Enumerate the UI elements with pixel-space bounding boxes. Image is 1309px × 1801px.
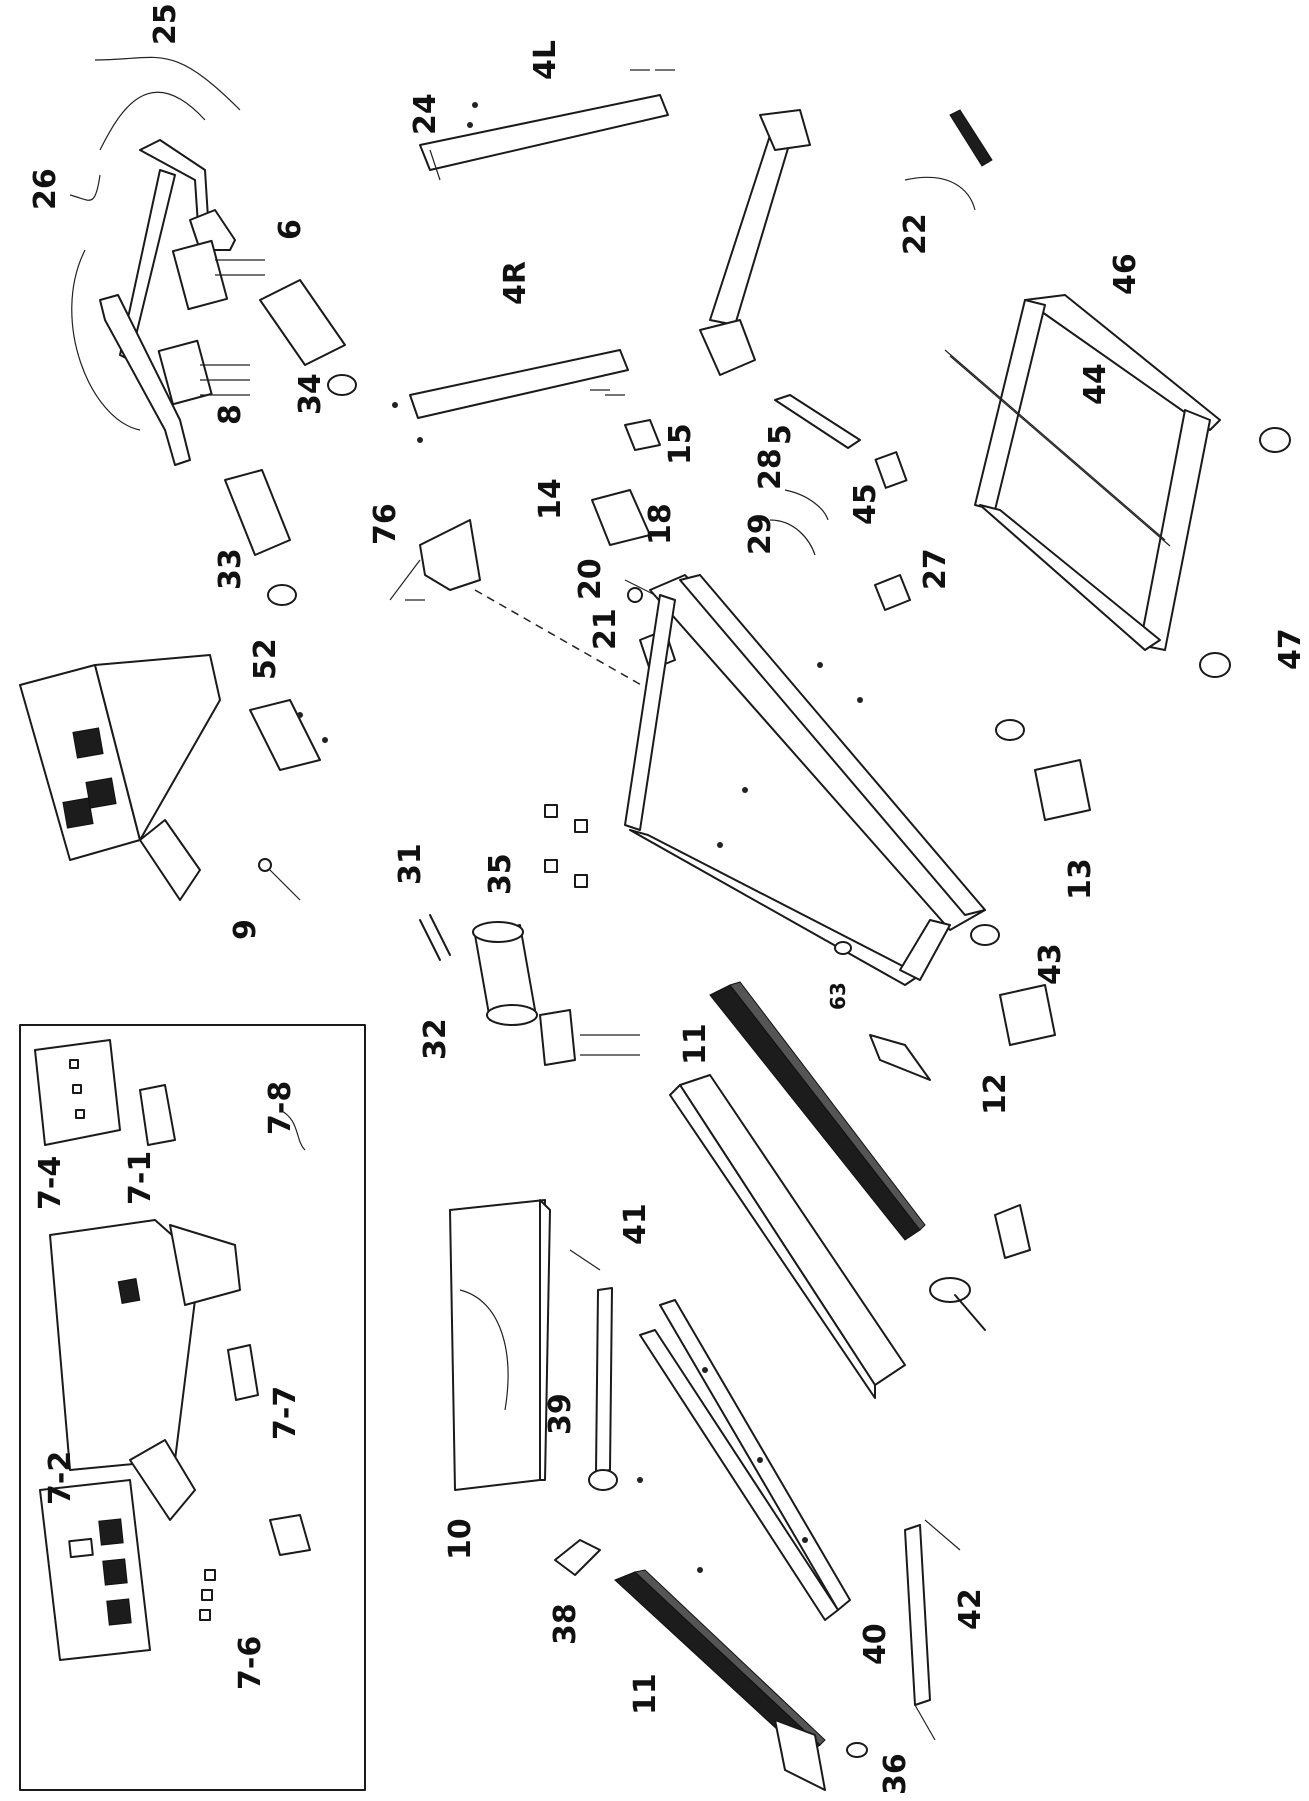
label-25: 25	[148, 3, 183, 45]
grip-pad	[259, 279, 346, 366]
main-deck-frame	[624, 574, 1025, 986]
label-14: 14	[533, 478, 568, 520]
label-11-lower: 11	[628, 1673, 663, 1715]
cable-26	[69, 174, 141, 431]
part-22-rod	[904, 109, 993, 211]
part-12	[999, 984, 1056, 1046]
label-33: 33	[213, 548, 248, 590]
side-rail-11-lower	[614, 1569, 826, 1756]
label-7-2: 7-2	[43, 1451, 78, 1505]
plate-block	[539, 1009, 640, 1066]
label-43: 43	[1033, 943, 1068, 985]
grip-33	[224, 469, 297, 606]
label-15: 15	[663, 423, 698, 465]
part-38	[554, 1539, 601, 1576]
part-t-bolt	[929, 1277, 986, 1331]
label-7-7: 7-7	[268, 1386, 303, 1440]
part-63	[834, 941, 852, 955]
label-44: 44	[1078, 363, 1113, 405]
part-9	[258, 858, 301, 901]
label-28: 28	[753, 448, 788, 490]
base-frame	[944, 294, 1291, 678]
controller-14	[591, 489, 651, 546]
bracket-52	[249, 699, 328, 771]
label-38: 38	[548, 1603, 583, 1645]
upper-cross-member	[699, 109, 811, 376]
cables-28-29	[769, 489, 829, 556]
console-parts-inset	[19, 1024, 366, 1791]
part-13	[1034, 759, 1091, 821]
part-27	[874, 574, 911, 611]
motor-cover-10	[449, 1199, 551, 1491]
part-bottle	[994, 1204, 1031, 1259]
label-32: 32	[418, 1018, 453, 1060]
side-rail-upper-end	[869, 1034, 931, 1081]
end-cap-34	[327, 374, 357, 396]
label-4R: 4R	[498, 261, 533, 305]
label-5: 5	[763, 424, 798, 445]
upright-4R	[392, 349, 629, 443]
label-4L: 4L	[528, 40, 563, 80]
label-18: 18	[643, 503, 678, 545]
label-24: 24	[408, 93, 443, 135]
label-27: 27	[918, 548, 953, 590]
label-8: 8	[213, 404, 248, 425]
label-29: 29	[743, 513, 778, 555]
label-34: 34	[293, 373, 328, 415]
handrail-assembly	[99, 139, 265, 466]
label-10: 10	[443, 1518, 478, 1560]
label-36: 36	[878, 1753, 913, 1795]
part-labels: 25 26 6 8 34 33 24 4L 4R 22 46 44 47 5 4…	[28, 3, 1308, 1795]
label-7-1: 7-1	[123, 1151, 158, 1205]
part-31-32	[419, 914, 451, 961]
label-26: 26	[28, 168, 63, 210]
label-7-6: 7-6	[233, 1636, 268, 1690]
label-35: 35	[483, 853, 518, 895]
console-assembly	[19, 654, 221, 901]
label-7-4: 7-4	[33, 1156, 68, 1210]
label-13: 13	[1063, 858, 1098, 900]
label-21: 21	[588, 608, 623, 650]
label-20: 20	[573, 558, 608, 600]
label-11-upper: 11	[678, 1023, 713, 1065]
upright-4L	[419, 69, 675, 181]
label-76: 76	[368, 503, 403, 545]
label-46: 46	[1108, 253, 1143, 295]
label-6: 6	[273, 219, 308, 240]
label-39: 39	[543, 1393, 578, 1435]
deck-board-41	[669, 1074, 906, 1399]
label-41: 41	[618, 1203, 653, 1245]
label-22: 22	[898, 213, 933, 255]
label-42: 42	[953, 1588, 988, 1630]
frame-40	[637, 1299, 851, 1621]
side-rail-11-upper	[709, 981, 926, 1241]
label-40: 40	[858, 1623, 893, 1665]
roller-5	[774, 394, 861, 449]
part-45	[874, 451, 908, 489]
label-45: 45	[848, 483, 883, 525]
label-47: 47	[1273, 628, 1308, 670]
part-15	[624, 419, 661, 451]
label-63: 63	[826, 982, 850, 1010]
side-rail-lower-end	[774, 1719, 868, 1791]
motor-76	[389, 519, 481, 601]
part-42-rod	[904, 1519, 961, 1741]
label-9: 9	[228, 919, 263, 940]
drive-belt-line	[474, 589, 651, 691]
roller-35	[472, 921, 538, 1026]
small-pads	[544, 804, 588, 888]
label-12: 12	[978, 1073, 1013, 1115]
label-52: 52	[248, 638, 283, 680]
label-31: 31	[393, 843, 428, 885]
cable-25	[94, 56, 241, 151]
label-7-8: 7-8	[263, 1081, 298, 1135]
roller-39	[569, 1249, 618, 1491]
